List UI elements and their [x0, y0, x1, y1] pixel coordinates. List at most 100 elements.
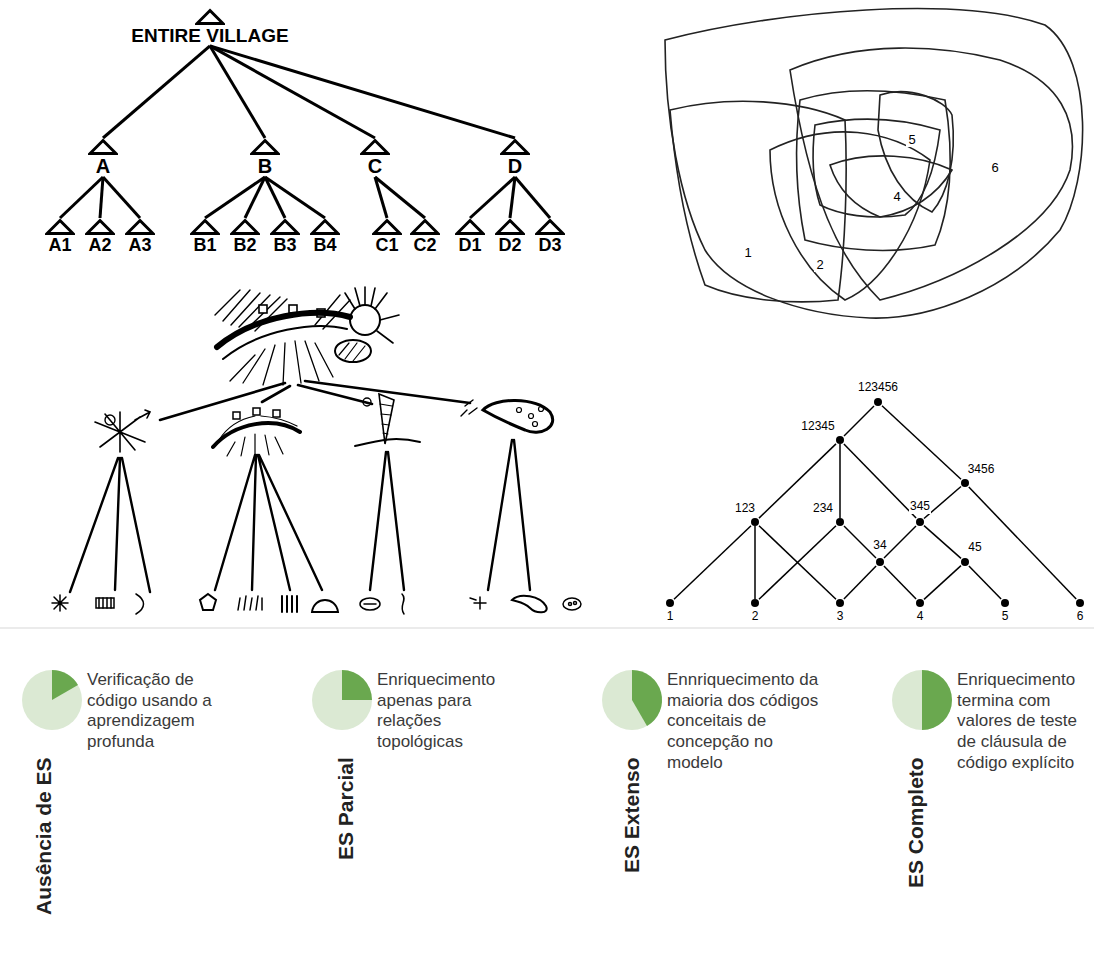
lattice-link: [844, 444, 916, 518]
set-label: 123456: [857, 381, 899, 394]
city-illustration-part-part: [569, 603, 572, 606]
set-label: 4: [916, 610, 925, 623]
kinship-triangle-outline: [457, 221, 483, 234]
progress-pie-icons-part: [22, 670, 82, 730]
kinship-triangle-outline: [412, 221, 438, 234]
city-illustration-part: [215, 287, 399, 385]
venn-regions-part: [878, 92, 953, 212]
city-illustration-part-part: [95, 410, 150, 452]
kinship-triangle: [495, 218, 525, 235]
kinship-triangle: [45, 218, 75, 235]
kinship-node: B4: [306, 218, 344, 255]
city-illustration-part-part: [402, 594, 404, 614]
city-illustration-part: [215, 455, 322, 590]
kinship-triangle: [410, 218, 440, 235]
kinship-triangle: [230, 218, 260, 235]
progress-pie-icons-part: [892, 670, 952, 730]
tree-branch: [103, 177, 140, 218]
city-illustration-part-part: [355, 439, 420, 446]
city-illustration-part-part: [105, 415, 115, 425]
group-label: D1: [454, 236, 486, 255]
kinship-triangle-outline: [232, 221, 258, 234]
lattice-link: [759, 526, 836, 599]
lattice-point: 4: [916, 599, 924, 607]
kinship-triangle: [500, 138, 530, 155]
city-illustration-part-part: [253, 408, 260, 415]
kinship-triangle: [270, 218, 300, 235]
venn-regions-part: [797, 91, 950, 251]
kinship-triangle: [85, 218, 115, 235]
kinship-triangle-outline: [197, 11, 223, 24]
city-illustration-part-part: [335, 340, 371, 362]
lattice-point: 123: [751, 518, 759, 526]
lattice-point: 5: [1001, 599, 1009, 607]
group-label: B3: [269, 236, 301, 255]
tree-branch: [375, 177, 425, 218]
lattice-link: [924, 566, 961, 600]
city-illustration-part-part: [363, 398, 371, 406]
city-illustration-part: [95, 410, 150, 452]
venn-regions: [665, 9, 1083, 318]
city-illustration-part: [160, 381, 470, 420]
set-label: 123: [734, 502, 756, 515]
group-label: D3: [534, 236, 566, 255]
venn-regions-part: [665, 9, 1083, 318]
kinship-node: D: [496, 138, 534, 177]
venn-regions-part: [790, 48, 1072, 300]
lattice-link: [924, 526, 961, 559]
city-illustration-part-part: [219, 416, 297, 440]
city-illustration-part: [52, 594, 581, 614]
tree-branch: [265, 177, 325, 218]
city-illustration-part-part: [200, 594, 216, 610]
city-illustration-part-part: [233, 412, 240, 419]
kinship-triangle-outline: [537, 221, 563, 234]
lattice-point: 2: [751, 599, 759, 607]
city-illustration-part-part: [483, 400, 553, 432]
tree-branch: [103, 46, 210, 138]
kinship-node: B3: [266, 218, 304, 255]
set-label: 45: [967, 541, 982, 554]
lattice-point: 12345: [836, 436, 844, 444]
city-illustration-part-part: [136, 594, 144, 614]
kinship-triangle-outline: [47, 221, 73, 234]
city-illustration-part-part: [517, 408, 522, 413]
lattice-point: 345: [916, 518, 924, 526]
lattice-point: 34: [876, 558, 884, 566]
lattice-point: 3456: [961, 479, 969, 487]
kinship-node: C: [356, 138, 394, 177]
group-label: B: [249, 156, 281, 177]
lattice-point: 45: [961, 558, 969, 566]
kinship-triangle: [88, 138, 118, 155]
city-illustration-part-part: [238, 596, 262, 610]
kinship-node: ENTIRE VILLAGE: [127, 8, 293, 46]
city-illustration-part-part: [529, 414, 534, 419]
kinship-triangle: [360, 138, 390, 155]
progress-pie-icons-part: [52, 670, 78, 700]
lattice-link: [844, 526, 876, 558]
kinship-triangle-outline: [502, 141, 528, 154]
progress-pie-icons-part: [632, 670, 662, 726]
level-title: Ausência de ES: [32, 757, 56, 915]
tree-branch: [60, 177, 103, 218]
group-label: A2: [84, 236, 116, 255]
group-label: C: [359, 156, 391, 177]
kinship-node: A2: [81, 218, 119, 255]
kinship-node: D1: [451, 218, 489, 255]
kinship-node: D2: [491, 218, 529, 255]
set-label: 3: [836, 610, 845, 623]
lattice-point: 1: [666, 599, 674, 607]
region-number: 5: [906, 133, 917, 147]
divider-line: [0, 627, 1094, 629]
kinship-node: C2: [406, 218, 444, 255]
group-label: C1: [371, 236, 403, 255]
city-illustration-part-part: [52, 595, 68, 611]
city-illustration-part-part: [273, 410, 280, 417]
city-illustration-part-part: [364, 603, 376, 605]
set-label: 5: [1001, 610, 1010, 623]
kinship-triangle: [455, 218, 485, 235]
level-description: Enriquecimento apenas para relações topo…: [377, 670, 527, 753]
tree-branch: [205, 177, 265, 218]
city-illustration-part-part: [360, 598, 380, 610]
